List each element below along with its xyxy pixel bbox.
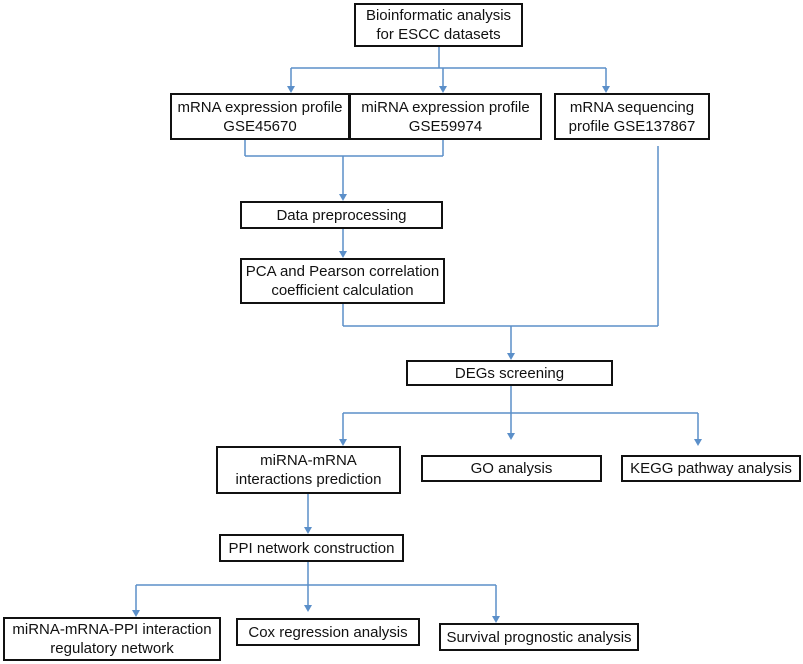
- node-network-line-1: miRNA-mRNA-PPI interaction: [12, 621, 212, 638]
- node-preprocessing: Data preprocessing: [240, 201, 443, 229]
- arrowhead-preprocessing: [339, 194, 347, 201]
- node-survival: Survival prognostic analysis: [439, 623, 639, 651]
- node-root-line-1: Bioinformatic analysis: [365, 7, 512, 24]
- node-degs-line-1: DEGs screening: [454, 364, 565, 382]
- node-degs: DEGs screening: [406, 360, 613, 386]
- arrowhead-mirna-profile: [439, 86, 447, 93]
- node-network-line-2: regulatory network: [50, 640, 174, 657]
- node-cox-line-1: Cox regression analysis: [248, 623, 408, 641]
- arrowhead-mrna-seq: [602, 86, 610, 93]
- arrowhead-kegg: [694, 439, 702, 446]
- node-mirna-profile-line-2: GSE59974: [408, 117, 483, 135]
- node-mrna-seq-line-2: profile GSE137867: [568, 117, 696, 135]
- node-ppi: PPI network construction: [219, 534, 404, 562]
- node-kegg-line-1: KEGG pathway analysis: [630, 460, 792, 477]
- node-pca-line-1: PCA and Pearson correlation: [245, 263, 440, 280]
- node-cox: Cox regression analysis: [236, 618, 420, 646]
- node-mrna-seq: mRNA sequencing profile GSE137867: [554, 93, 710, 140]
- arrowhead-pca: [339, 251, 347, 258]
- node-mrna-profile: mRNA expression profile GSE45670: [170, 93, 350, 140]
- arrowhead-degs: [507, 353, 515, 360]
- node-interactions-line-2: interactions prediction: [235, 471, 382, 488]
- node-mrna-profile-line-1: mRNA expression profile: [177, 98, 343, 116]
- arrowhead-network: [132, 610, 140, 617]
- node-root-line-2: for ESCC datasets: [376, 26, 501, 43]
- node-mrna-profile-line-2: GSE45670: [223, 117, 297, 135]
- node-mirna-profile-line-1: miRNA expression profile: [361, 98, 530, 116]
- node-interactions-line-1: miRNA-mRNA: [260, 452, 357, 469]
- node-kegg: KEGG pathway analysis: [621, 455, 801, 482]
- node-pca-line-2: coefficient calculation: [271, 282, 414, 299]
- arrowhead-ppi: [304, 527, 312, 534]
- node-go: GO analysis: [421, 455, 602, 482]
- arrowhead-go: [507, 433, 515, 440]
- arrowhead-cox: [304, 605, 312, 612]
- arrowhead-mrna-profile: [287, 86, 295, 93]
- node-mrna-seq-line-1: mRNA sequencing: [569, 98, 695, 116]
- node-network: miRNA-mRNA-PPI interaction regulatory ne…: [3, 617, 221, 661]
- node-survival-line-1: Survival prognostic analysis: [446, 628, 632, 646]
- node-go-line-1: GO analysis: [470, 460, 553, 477]
- arrowhead-survival: [492, 616, 500, 623]
- node-root: Bioinformatic analysis for ESCC datasets: [354, 3, 523, 47]
- node-ppi-line-1: PPI network construction: [228, 539, 395, 557]
- node-interactions: miRNA-mRNA interactions prediction: [216, 446, 401, 494]
- arrowhead-interactions: [339, 439, 347, 446]
- node-preprocessing-line-1: Data preprocessing: [276, 206, 407, 224]
- node-mirna-profile: miRNA expression profile GSE59974: [349, 93, 542, 140]
- node-pca: PCA and Pearson correlation coefficient …: [240, 258, 445, 304]
